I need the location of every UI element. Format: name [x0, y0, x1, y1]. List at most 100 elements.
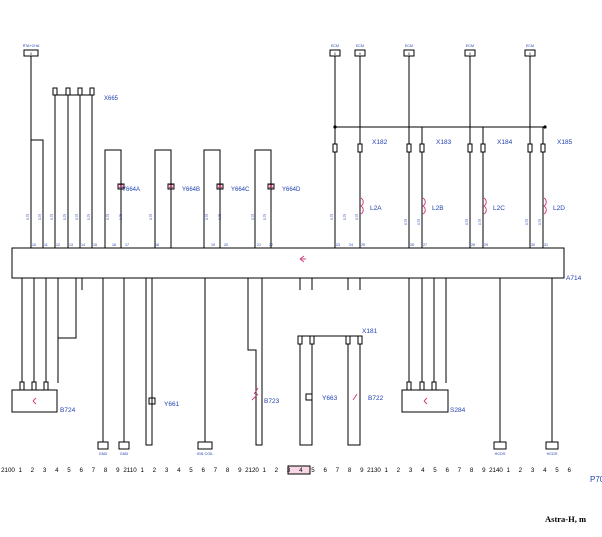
actuator-coil: [117, 183, 125, 190]
scale-label: 1: [140, 467, 144, 474]
x665-pin: [65, 87, 71, 96]
wire-code-label: 0.75: [478, 219, 482, 225]
scale-label: 6: [201, 467, 205, 474]
footer-text: Astra-H, m: [545, 514, 586, 524]
module-pin-number: 14: [81, 243, 85, 247]
scale-label: 7: [214, 467, 218, 474]
box-layer: [11, 49, 565, 475]
scale-label: 5: [311, 467, 315, 474]
ground-label: GND: [120, 452, 129, 456]
wire: [58, 290, 77, 339]
s284-pin: [406, 381, 412, 391]
connector-label: X185: [557, 139, 573, 146]
scale-label: 7: [92, 467, 96, 474]
wire-code-label: 0.75: [50, 214, 54, 220]
scale-label: 7: [458, 467, 462, 474]
inductor-label: L2B: [432, 205, 444, 212]
actuator-coil: [216, 183, 224, 190]
scale-label: 5: [433, 467, 437, 474]
actuator-coil: [167, 183, 175, 190]
plug-pin: [527, 143, 533, 153]
scale-label: 5: [67, 467, 71, 474]
inductor-label: L2D: [553, 205, 565, 212]
inductor-symbol: [360, 197, 364, 215]
scale-label: 8: [348, 467, 352, 474]
scale-label: 9: [238, 467, 242, 474]
b724-box: [11, 389, 58, 413]
connector-label: X184: [497, 139, 513, 146]
connector-label: X182: [372, 139, 388, 146]
wire-code-label: 0.75: [75, 214, 79, 220]
top-connector-box: [354, 49, 366, 57]
scale-label: 7: [336, 467, 340, 474]
module-pin-number: 15: [93, 243, 97, 247]
x181-pin: [357, 335, 363, 345]
module-pin-number: 11: [44, 243, 48, 247]
inductor-label: L2C: [493, 205, 505, 212]
scale-label: 4: [177, 467, 181, 474]
top-connector-box: [329, 49, 341, 57]
scale-label: 6: [323, 467, 327, 474]
component-label: B722: [368, 395, 384, 402]
scale-marker: [287, 465, 311, 475]
scale-label: 1: [262, 467, 266, 474]
wire-code-label: 0.75: [119, 214, 123, 220]
wire-code-label: 0.75: [251, 214, 255, 220]
component-label: S284: [450, 407, 466, 414]
scale-label: 9: [116, 467, 120, 474]
actuator-label: Y664D: [282, 187, 301, 193]
actuator-label: Y664A: [122, 187, 140, 193]
b722-symbol: [352, 393, 358, 401]
top-connector-box: [23, 49, 39, 57]
wire-code-label: 0.75: [38, 214, 42, 220]
inductor-symbol: [543, 197, 547, 215]
scale-label: 2140: [489, 467, 503, 474]
ground-label: GND: [99, 452, 108, 456]
scale-label: 2100: [1, 467, 15, 474]
actuator-symbol: [168, 183, 174, 189]
wire: [31, 139, 44, 248]
wire-code-label: 0.75: [343, 214, 347, 220]
scale-label: 8: [104, 467, 108, 474]
plug-pin: [419, 143, 425, 153]
x665-pin: [77, 87, 83, 96]
module-pin-number: 13: [69, 243, 73, 247]
plug-pin: [540, 143, 546, 153]
top-connector-box: [403, 49, 415, 57]
top-connector-box: [524, 49, 536, 57]
actuator-loop: [203, 149, 221, 248]
top-connector-label: RTA+CHA: [23, 44, 40, 48]
top-connector-pin: X: [359, 52, 362, 56]
scale-label: 1: [506, 467, 510, 474]
wire-code-label: 0.75: [417, 219, 421, 225]
s284-box: [401, 389, 449, 413]
scale-label: 2120: [245, 467, 259, 474]
top-connector-label: ECM: [356, 44, 364, 48]
y661-coil: [148, 397, 156, 405]
scale-label: 2110: [123, 467, 137, 474]
scale-label: 2130: [367, 467, 381, 474]
actuator-label: Y664B: [182, 187, 200, 193]
module-pin-number: 20: [224, 243, 228, 247]
wire-code-label: 0.75: [149, 214, 153, 220]
wire-code-label: 0.75: [525, 219, 529, 225]
actuator-label: Y664C: [231, 187, 250, 193]
junction-dot: [333, 125, 337, 129]
scale-label: 9: [482, 467, 486, 474]
ground-tag: [97, 441, 109, 450]
inductor-label: L2A: [370, 205, 382, 212]
module-pin-number: 17: [125, 243, 129, 247]
wire: [145, 290, 153, 446]
top-connector-label: ECM: [526, 44, 534, 48]
wire-code-label: 0.75: [263, 214, 267, 220]
scale-label: 5: [189, 467, 193, 474]
scale-label: 3: [409, 467, 413, 474]
ground-label: IGN COIL: [197, 452, 214, 456]
module-pin-number: 18: [155, 243, 159, 247]
top-connector-label: ECM: [331, 44, 339, 48]
connector-label: X183: [436, 139, 452, 146]
component-label: B723: [264, 398, 280, 405]
actuator-loop: [104, 149, 122, 248]
